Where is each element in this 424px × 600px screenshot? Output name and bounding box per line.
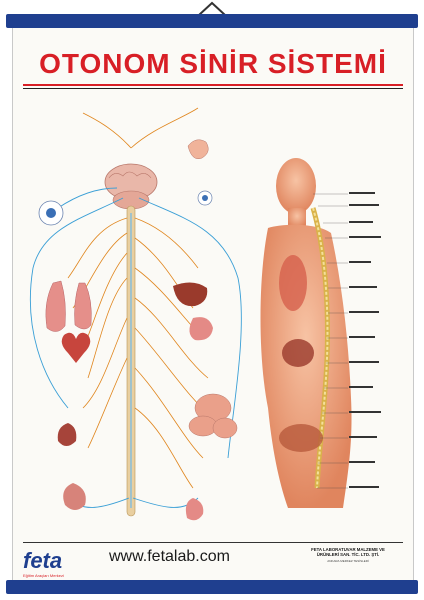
label-leader-lines <box>313 193 348 489</box>
top-hanger-rod <box>6 14 418 28</box>
footer-divider <box>23 542 403 543</box>
brain-drawing <box>104 163 158 210</box>
company-line-1: FETA LABORATUVAR MALZEME VE <box>311 547 385 552</box>
hanger-hook <box>198 1 226 16</box>
website-url: www.fetalab.com <box>109 548 230 565</box>
company-name: FETA LABORATUVAR MALZEME VE ÜRÜNLERİ SAN… <box>293 547 403 557</box>
title-divider <box>23 84 403 86</box>
company-address: ANKARA MERKEZ TESİSLERİ <box>327 559 369 563</box>
tiny-label-blocks <box>349 192 381 488</box>
anatomy-poster: OTONOM SİNİR SİSTEMİ <box>12 28 414 580</box>
nervous-system-illustration <box>29 107 381 521</box>
feta-logo: feta <box>23 548 63 573</box>
logo-subtitle: Eğitim Araçları Merkezi <box>23 573 64 578</box>
organ-drawings <box>38 139 238 521</box>
human-torso-drawing <box>260 158 352 508</box>
spinal-cord-drawing <box>126 205 136 517</box>
title-divider-thin <box>23 88 403 89</box>
company-line-2: ÜRÜNLERİ SAN. TİC. LTD. ŞTİ. <box>316 552 380 557</box>
bottom-hanger-rod <box>6 580 418 594</box>
parasympathetic-nerves <box>29 187 242 508</box>
poster-title: OTONOM SİNİR SİSTEMİ <box>39 48 387 79</box>
